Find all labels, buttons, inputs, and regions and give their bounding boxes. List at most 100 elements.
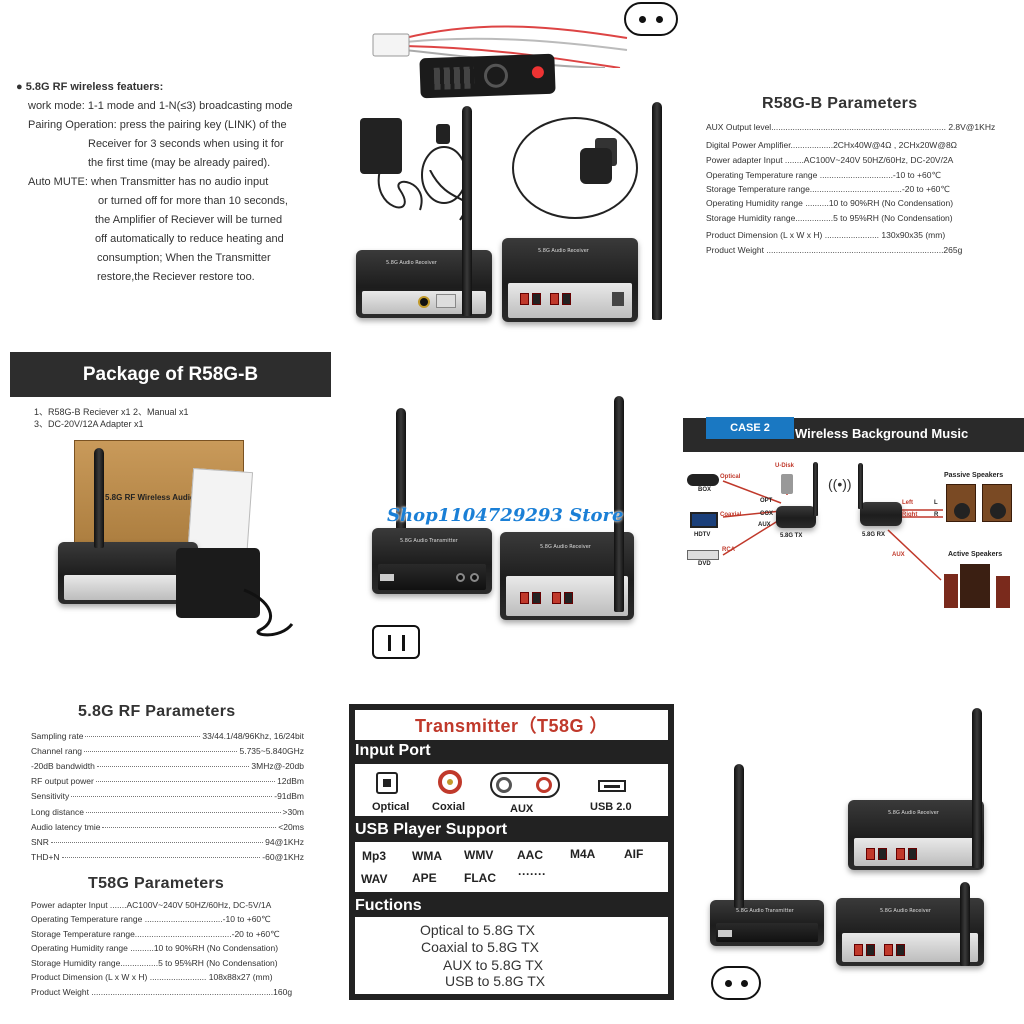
package-line-1: 1、R58G-B Reciever x1 2、Manual x1 xyxy=(34,407,189,417)
param-row: Product Weight .........................… xyxy=(706,245,963,255)
param-row: Power adapter Input ........AC100V~240V … xyxy=(706,155,954,165)
speaker-icon xyxy=(982,484,1012,522)
format-item: AAC xyxy=(517,848,543,862)
store-watermark: Shop1104729293 Store xyxy=(387,505,624,526)
rf-param-value: 33/44.1/48/96Khz, 16/24bit xyxy=(202,731,304,741)
param-row: AUX Output level........................… xyxy=(706,122,996,132)
rf-param-row: THD+N -60@1KHz xyxy=(31,852,304,862)
eu-plug-icon xyxy=(624,2,678,36)
rf-param-value: <20ms xyxy=(278,822,304,832)
rf-param-row: Audio latency tmie <20ms xyxy=(31,822,304,832)
tx-device xyxy=(776,506,816,528)
speaker-icon xyxy=(944,574,958,608)
feature-line: restore,the Reciever restore too. xyxy=(97,271,255,283)
hdtv-icon xyxy=(690,512,718,528)
rf-param-value: -60@1KHz xyxy=(262,852,304,862)
rf-param-label: Audio latency tmie xyxy=(31,822,101,832)
rf-param-row: Long distance>30m xyxy=(31,807,304,817)
receiver-back-device: 5.8G Audio Receiver xyxy=(502,238,638,322)
wireless-icon: ((•)) xyxy=(828,476,852,492)
device-label: 5.8G Audio Receiver xyxy=(386,260,437,266)
us-plug-icon xyxy=(372,625,420,659)
param-row: Storage Humidity range................5 … xyxy=(31,958,278,968)
optical-cable-icon xyxy=(512,117,638,219)
packaged-receiver xyxy=(58,542,198,604)
case2-tab: CASE 2 xyxy=(706,417,794,439)
power-adapter-icon xyxy=(360,118,402,174)
dot-leader xyxy=(50,842,264,843)
feature-line: the first time (may be already paired). xyxy=(88,157,271,169)
format-item: FLAC xyxy=(464,871,496,885)
feature-line: or turned off for more than 10 seconds, xyxy=(98,195,288,207)
param-row: Storage Temperature range...............… xyxy=(31,929,280,939)
param-row: Operating Temperature range ............… xyxy=(706,170,941,180)
receiver-device-3: 5.8G Audio Receiver xyxy=(848,800,984,870)
rf-param-label: Sampling rate xyxy=(31,731,84,741)
receiver-device-4: 5.8G Audio Receiver xyxy=(836,898,984,966)
param-row: Storage Humidity range................5 … xyxy=(706,213,953,223)
coaxial-port-icon xyxy=(438,770,462,794)
dot-leader xyxy=(95,781,276,782)
rf-param-row: Sampling rate 33/44.1/48/96Khz, 16/24bit xyxy=(31,731,304,741)
function-line: USB to 5.8G TX xyxy=(445,973,546,989)
rf-param-label: THD+N xyxy=(31,852,60,862)
aux-port-icon xyxy=(490,772,560,798)
rf-param-value: 12dBm xyxy=(277,776,304,786)
dot-leader xyxy=(85,736,201,737)
usb-support-header: USB Player Support xyxy=(355,821,508,838)
subwoofer-icon xyxy=(960,564,990,608)
speaker-icon xyxy=(946,484,976,522)
rf-param-row: RF output power 12dBm xyxy=(31,776,304,786)
format-item: WAV xyxy=(361,872,388,886)
param-row: Product Dimension (L x W x H) ..........… xyxy=(31,972,273,982)
format-item: Mp3 xyxy=(362,849,386,863)
transmitter-device: 5.8G Audio Transmitter xyxy=(372,528,492,594)
feature-line: consumption; When the Transmitter xyxy=(97,252,271,264)
feature-line: Pairing Operation: press the pairing key… xyxy=(28,119,287,131)
r58-params-title: R58G-B Parameters xyxy=(762,95,918,112)
dot-leader xyxy=(84,751,238,752)
eu-plug-icon xyxy=(711,966,761,1000)
rf-params-title: 5.8G RF Parameters xyxy=(78,703,236,720)
feature-line: the Amplifier of Reciever will be turned xyxy=(95,214,283,226)
dot-leader xyxy=(102,827,277,828)
antenna xyxy=(652,102,662,320)
rf-param-row: Channel rang 5.735~5.840GHz xyxy=(31,746,304,756)
usb-drive-icon xyxy=(781,474,793,494)
dot-leader xyxy=(85,812,281,813)
format-item: WMV xyxy=(464,848,494,862)
rf-param-label: Channel rang xyxy=(31,746,83,756)
dot-leader xyxy=(71,796,273,797)
wireless-features: ● 5.8G RF wireless featuers: work mode: … xyxy=(16,78,336,287)
rf-param-label: RF output power xyxy=(31,776,94,786)
optical-port-icon xyxy=(376,772,398,794)
param-row: Operating Humidity range ..........10 to… xyxy=(706,198,954,208)
format-item: WMA xyxy=(412,849,442,863)
feature-line: work mode: 1-1 mode and 1-N(≤3) broadcas… xyxy=(28,100,293,112)
rf-param-label: SNR xyxy=(31,837,49,847)
t58-params-title: T58G Parameters xyxy=(88,875,225,892)
rf-param-row: Sensitivity-91dBm xyxy=(31,791,304,801)
package-title: Package of R58G-B xyxy=(10,352,331,397)
rf-param-label: -20dB bandwidth xyxy=(31,761,95,771)
dot-leader xyxy=(96,766,250,767)
function-line: AUX to 5.8G TX xyxy=(443,957,544,973)
tv-box-icon xyxy=(687,474,719,486)
rx-device xyxy=(860,502,902,526)
dvd-icon xyxy=(687,550,719,560)
transmitter-device-2: 5.8G Audio Transmitter xyxy=(710,900,824,946)
rf-param-value: 5.735~5.840GHz xyxy=(239,746,304,756)
wall-adapter-icon xyxy=(580,148,612,184)
format-item: M4A xyxy=(570,847,596,861)
features-heading: 5.8G RF wireless featuers: xyxy=(25,81,164,93)
packaged-adapter xyxy=(176,548,260,618)
usb-port-icon xyxy=(598,780,626,792)
rf-param-label: Sensitivity xyxy=(31,791,70,801)
receiver-device-2: 5.8G Audio Receiver xyxy=(500,532,634,620)
remote-control-icon xyxy=(419,53,556,99)
speaker-icon xyxy=(996,576,1010,608)
transmitter-title: Transmitter（T58G ） xyxy=(355,710,668,740)
function-line: Optical to 5.8G TX xyxy=(420,922,535,938)
